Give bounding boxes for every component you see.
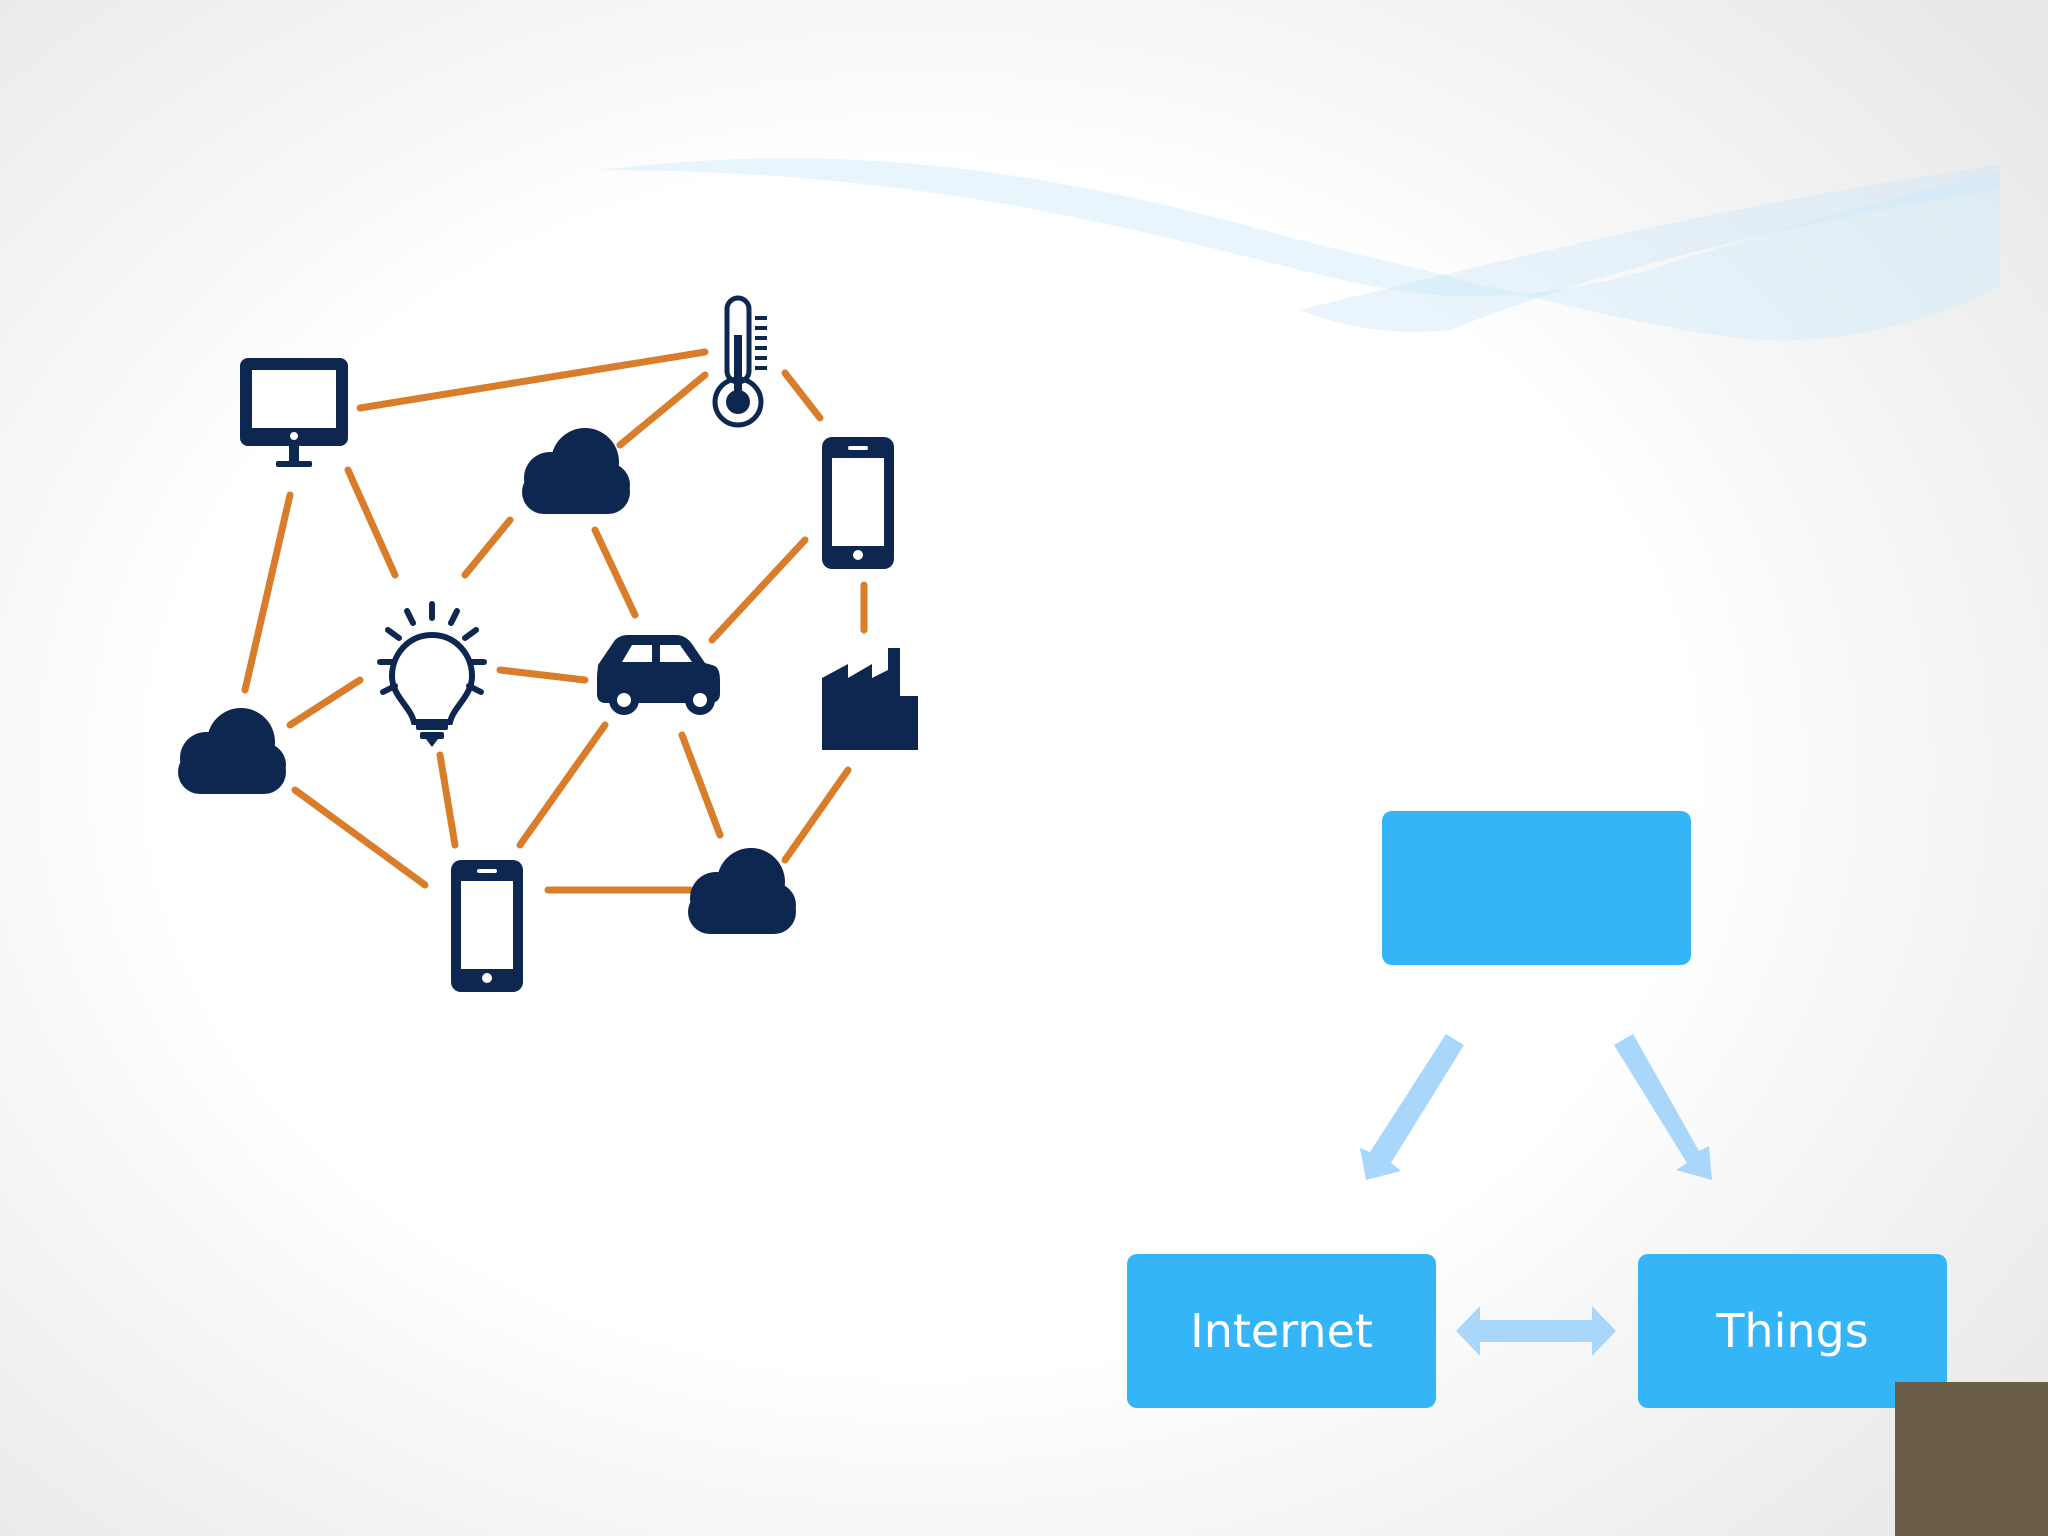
network-link [436, 751, 459, 849]
cloud-icon [688, 848, 796, 934]
network-link [291, 786, 429, 889]
network-link [344, 466, 399, 579]
smartphone-icon [822, 437, 894, 569]
network-link [461, 516, 514, 579]
internet-box: Internet [1127, 1254, 1436, 1408]
network-link [356, 348, 709, 412]
network-link [781, 369, 824, 422]
smartphone-icon [451, 860, 523, 992]
arrow-down-right [1614, 1034, 1712, 1180]
arrow-down-left [1360, 1034, 1464, 1180]
network-link [496, 666, 589, 684]
network-link [516, 721, 609, 849]
lightbulb-icon [377, 601, 487, 747]
cloud-icon [522, 428, 630, 514]
network-link [616, 371, 709, 449]
monitor-icon [240, 358, 348, 467]
network-icons [178, 295, 918, 992]
corner-accent-block [1895, 1382, 2048, 1536]
network-link [781, 766, 852, 864]
internet-box-label: Internet [1190, 1304, 1373, 1358]
network-link [241, 491, 294, 694]
factory-icon [822, 648, 918, 750]
network-link [678, 731, 724, 839]
network-link [286, 676, 364, 729]
things-box-label: Things [1716, 1304, 1869, 1358]
thermometer-icon [712, 295, 767, 428]
car-icon [597, 635, 720, 715]
network-link [591, 526, 639, 619]
double-arrow [1456, 1306, 1616, 1356]
cloud-icon [178, 708, 286, 794]
top-box [1382, 811, 1691, 965]
network-links [241, 348, 868, 894]
network-link [708, 536, 809, 644]
